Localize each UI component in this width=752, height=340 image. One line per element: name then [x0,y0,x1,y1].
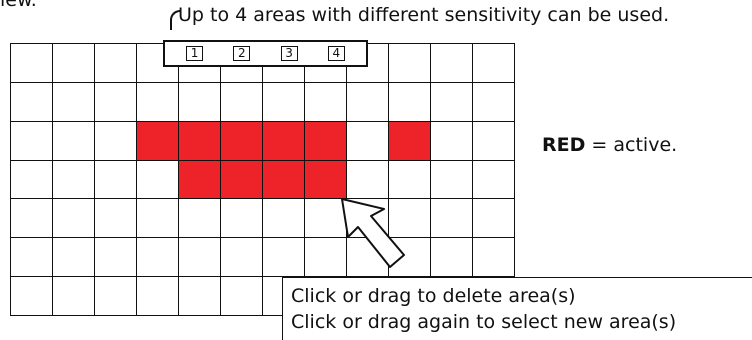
grid-cell-r3-c7[interactable] [305,160,347,200]
grid-cell-r0-c9[interactable] [389,44,431,83]
grid-cell-r2-c11[interactable] [473,121,515,161]
grid-cell-r0-c0[interactable] [11,44,53,83]
grid-cell-r4-c11[interactable] [473,199,515,239]
grid-cell-r2-c2[interactable] [95,121,137,161]
grid-cell-r2-c3[interactable] [137,121,179,161]
grid-cell-r3-c6[interactable] [263,160,305,200]
grid-cell-r6-c4[interactable] [179,277,221,316]
grid-cell-r3-c9[interactable] [389,160,431,200]
callout-bracket [170,10,181,30]
grid-cell-r3-c1[interactable] [53,160,95,200]
grid-cell-r6-c0[interactable] [11,277,53,316]
grid-cell-r3-c5[interactable] [221,160,263,200]
grid-cell-r1-c2[interactable] [95,82,137,122]
area-grid[interactable] [10,43,515,316]
grid-cell-r6-c1[interactable] [53,277,95,316]
grid-cell-r4-c5[interactable] [221,199,263,239]
grid-cell-r1-c8[interactable] [347,82,389,122]
area-selector: 1 2 3 4 [163,40,368,67]
grid-cell-r6-c5[interactable] [221,277,263,316]
grid-cell-r1-c3[interactable] [137,82,179,122]
top-fragment-text: iew. [0,0,37,11]
grid-cell-r2-c8[interactable] [347,121,389,161]
grid-cell-r2-c1[interactable] [53,121,95,161]
grid-cell-r3-c10[interactable] [431,160,473,200]
grid-cell-r5-c7[interactable] [305,238,347,278]
grid-cell-r3-c2[interactable] [95,160,137,200]
grid-cell-r5-c4[interactable] [179,238,221,278]
grid-cell-r1-c5[interactable] [221,82,263,122]
grid-cell-r0-c11[interactable] [473,44,515,83]
grid-cell-r4-c10[interactable] [431,199,473,239]
grid-cell-r4-c0[interactable] [11,199,53,239]
info-box: Click or drag to delete area(s) Click or… [282,277,752,340]
grid-cell-r5-c2[interactable] [95,238,137,278]
grid-cell-r2-c10[interactable] [431,121,473,161]
grid-cell-r4-c2[interactable] [95,199,137,239]
grid-cell-r1-c4[interactable] [179,82,221,122]
grid-cell-r5-c5[interactable] [221,238,263,278]
grid-cell-r4-c9[interactable] [389,199,431,239]
grid-cell-r3-c3[interactable] [137,160,179,200]
grid-cell-r2-c7[interactable] [305,121,347,161]
area-button-3[interactable]: 3 [280,46,298,61]
grid-cell-r3-c11[interactable] [473,160,515,200]
grid-cell-r1-c11[interactable] [473,82,515,122]
area-button-2[interactable]: 2 [233,46,251,61]
grid-cell-r4-c6[interactable] [263,199,305,239]
grid-cell-r3-c0[interactable] [11,160,53,200]
grid-cell-r5-c6[interactable] [263,238,305,278]
grid-cell-r4-c4[interactable] [179,199,221,239]
arrow-cursor-icon [341,198,405,268]
grid-cell-r1-c9[interactable] [389,82,431,122]
grid-cell-r5-c11[interactable] [473,238,515,278]
grid-cell-r1-c0[interactable] [11,82,53,122]
grid-cell-r4-c1[interactable] [53,199,95,239]
grid-cell-r5-c10[interactable] [431,238,473,278]
grid-cell-r2-c9[interactable] [389,121,431,161]
grid-cell-r1-c10[interactable] [431,82,473,122]
grid-cell-r1-c1[interactable] [53,82,95,122]
grid-cell-r0-c1[interactable] [53,44,95,83]
grid-cell-r1-c6[interactable] [263,82,305,122]
grid-cell-r1-c7[interactable] [305,82,347,122]
callout-text: Up to 4 areas with different sensitivity… [178,4,670,26]
grid-cell-r2-c4[interactable] [179,121,221,161]
grid-cell-r5-c0[interactable] [11,238,53,278]
grid-cell-r4-c7[interactable] [305,199,347,239]
info-line-delete: Click or drag to delete area(s) [291,285,576,307]
grid-cell-r4-c3[interactable] [137,199,179,239]
grid-cell-r6-c3[interactable] [137,277,179,316]
grid-cell-r6-c2[interactable] [95,277,137,316]
grid-cell-r0-c10[interactable] [431,44,473,83]
grid-cell-r2-c6[interactable] [263,121,305,161]
grid-cell-r2-c0[interactable] [11,121,53,161]
grid-cell-r5-c1[interactable] [53,238,95,278]
legend-text: = active. [585,134,678,156]
grid-cell-r3-c8[interactable] [347,160,389,200]
grid-cell-r0-c2[interactable] [95,44,137,83]
info-line-select: Click or drag again to select new area(s… [291,311,677,333]
grid-cell-r3-c4[interactable] [179,160,221,200]
legend: RED = active. [542,133,677,157]
legend-keyword: RED [542,134,586,156]
grid-cell-r5-c3[interactable] [137,238,179,278]
area-button-1[interactable]: 1 [186,46,204,61]
grid-cell-r2-c5[interactable] [221,121,263,161]
area-button-4[interactable]: 4 [327,46,345,61]
